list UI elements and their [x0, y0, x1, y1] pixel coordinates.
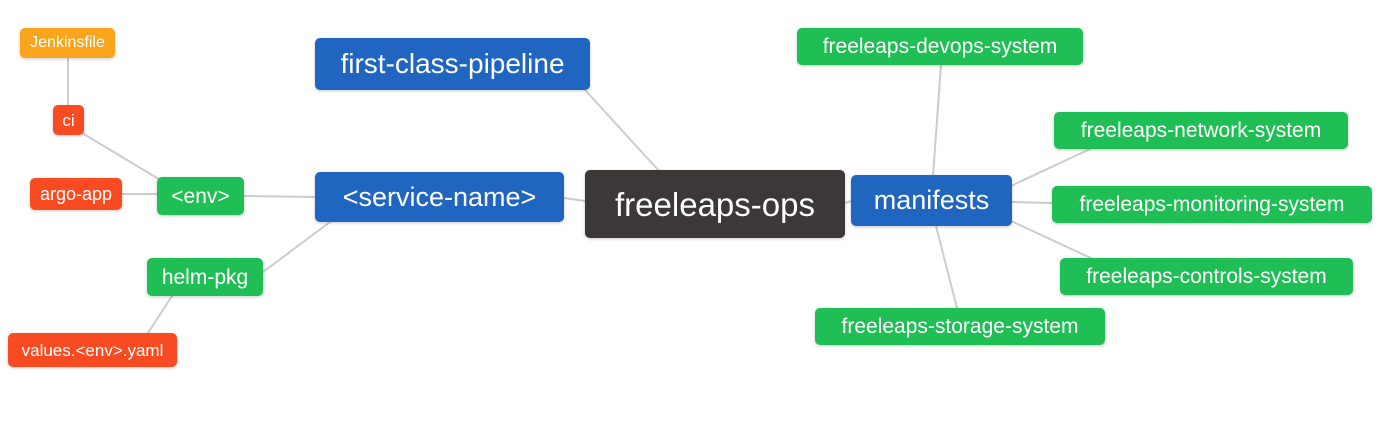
node-label: freeleaps-storage-system: [841, 315, 1079, 338]
node-label: freeleaps-network-system: [1080, 119, 1322, 142]
edge-env-to-ci: [81, 132, 163, 182]
node-label: helm-pkg: [161, 265, 249, 289]
node-label: manifests: [873, 185, 990, 215]
node-freeleaps-monitoring-system[interactable]: freeleaps-monitoring-system: [1052, 186, 1372, 223]
edge-manifests-to-freeleaps-network-system: [1010, 148, 1091, 187]
edge-manifests-to-freeleaps-devops-system: [932, 64, 942, 177]
node-first-class-pipeline[interactable]: first-class-pipeline: [315, 38, 590, 90]
node-label: freeleaps-monitoring-system: [1079, 193, 1345, 216]
node-service-name[interactable]: <service-name>: [315, 172, 564, 222]
node-jenkinsfile[interactable]: Jenkinsfile: [20, 28, 115, 58]
node-env[interactable]: <env>: [157, 177, 244, 215]
edge-manifests-to-freeleaps-monitoring-system: [1011, 201, 1053, 204]
edge-freeleaps-ops-to-service-name: [563, 197, 586, 202]
edge-freeleaps-ops-to-manifests: [844, 200, 852, 204]
node-label: Jenkinsfile: [30, 34, 105, 51]
node-freeleaps-controls-system[interactable]: freeleaps-controls-system: [1060, 258, 1353, 295]
node-label: argo-app: [39, 184, 113, 204]
edge-helm-pkg-to-values-env-yaml: [147, 295, 173, 334]
node-label: freeleaps-devops-system: [822, 35, 1058, 58]
node-helm-pkg[interactable]: helm-pkg: [147, 258, 263, 296]
node-label: first-class-pipeline: [340, 48, 565, 79]
node-label: freeleaps-controls-system: [1086, 265, 1327, 288]
node-label: <service-name>: [342, 181, 537, 212]
edge-manifests-to-freeleaps-controls-system: [1010, 220, 1094, 260]
node-freeleaps-ops[interactable]: freeleaps-ops: [585, 170, 845, 238]
node-ci[interactable]: ci: [53, 105, 84, 135]
node-freeleaps-storage-system[interactable]: freeleaps-storage-system: [815, 308, 1105, 345]
edge-manifests-to-freeleaps-storage-system: [935, 225, 958, 309]
node-label: ci: [62, 110, 75, 130]
node-freeleaps-network-system[interactable]: freeleaps-network-system: [1054, 112, 1348, 149]
node-freeleaps-devops-system[interactable]: freeleaps-devops-system: [797, 28, 1083, 65]
node-values-env-yaml[interactable]: values.<env>.yaml: [8, 333, 177, 367]
node-label: values.<env>.yaml: [21, 340, 164, 360]
node-label: <env>: [171, 184, 230, 208]
edge-service-name-to-env: [243, 195, 316, 198]
edge-freeleaps-ops-to-first-class-pipeline: [585, 90, 661, 173]
node-argo-app[interactable]: argo-app: [30, 178, 122, 210]
node-label: freeleaps-ops: [615, 185, 815, 223]
node-manifests[interactable]: manifests: [851, 175, 1012, 226]
edge-service-name-to-helm-pkg: [262, 221, 331, 273]
